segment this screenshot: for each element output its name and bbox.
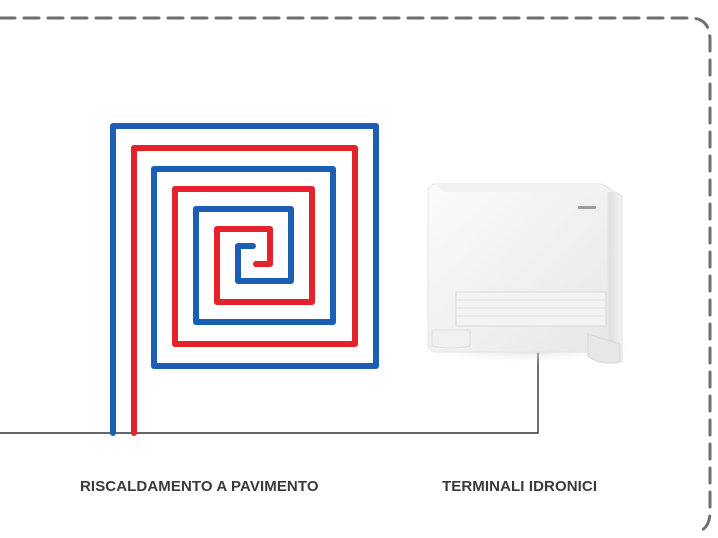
connection-line xyxy=(0,345,539,434)
unit-front-face xyxy=(427,183,609,353)
unit-right-foot xyxy=(587,333,621,364)
dashed-border xyxy=(0,16,712,534)
unit-grille-slats xyxy=(456,299,606,317)
hydronic-terminals-label: TERMINALI IDRONICI xyxy=(442,478,598,495)
floor-heating-label: RISCALDAMENTO A PAVIMENTO xyxy=(80,478,319,495)
unit-brand-badge xyxy=(578,206,596,209)
spiral-pipe-icon xyxy=(110,123,379,436)
unit-left-foot xyxy=(431,329,471,349)
return-pipe xyxy=(110,123,379,436)
fan-coil-unit-icon xyxy=(410,183,640,364)
unit-grille xyxy=(455,291,607,327)
unit-top-edge xyxy=(436,184,616,192)
flow-pipe xyxy=(131,145,358,436)
